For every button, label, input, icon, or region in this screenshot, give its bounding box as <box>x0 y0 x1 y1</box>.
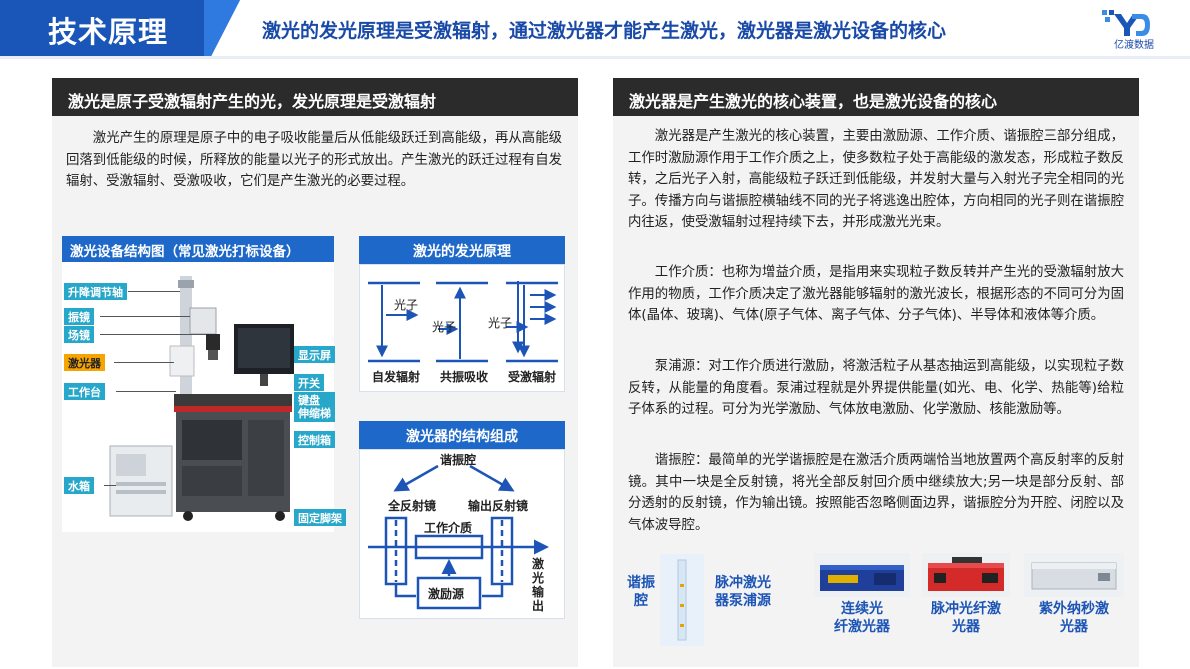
laser-structure-graphic: 谐振腔 全反射镜 输出反射镜 工作介质 激励源 激 光 输 出 <box>368 452 549 613</box>
right-panel-heading: 激光器是产生激光的核心装置，也是激光设备的核心 <box>613 78 1139 116</box>
label-output-1: 激 <box>532 556 544 571</box>
label-output-4: 出 <box>532 598 544 613</box>
page-title: 技术原理 <box>48 15 169 49</box>
header-divider <box>0 56 1190 59</box>
right-paragraph-4: 谐振腔：最简单的光学谐振腔是在激活介质两端恰当地放置两个高反射率的反射镜。其中一… <box>628 453 1124 533</box>
right-paragraph-2: 工作介质：也称为增益介质，是指用来实现粒子数反转并产生光的受激辐射放大作用的物质… <box>628 265 1124 323</box>
label-output-2: 光 <box>531 570 544 585</box>
company-logo-text: 亿渡数据 <box>1114 40 1154 51</box>
product-caption-cw-fiber: 连续光 纤激光器 <box>814 600 910 636</box>
label-keyboard-tray: 键盘 伸缩梯 <box>294 392 335 422</box>
label-full-mirror: 全反射镜 <box>387 498 436 513</box>
label-output-mirror: 输出反射镜 <box>468 498 528 513</box>
leader-line <box>114 362 174 363</box>
page-header: 技术原理 激光的发光原理是受激辐射，通过激光器才能产生激光，激光器是激光设备的核… <box>0 0 1190 56</box>
left-panel-paragraph: 激光产生的原理是原子中的电子吸收能量后从低能级跃迁到高能级，再从高能级回落到低能… <box>66 131 562 189</box>
leader-line <box>100 334 206 335</box>
label-resonator: 谐振腔 <box>440 452 476 467</box>
product-caption-cw-fiber-line2: 纤激光器 <box>834 619 890 635</box>
pump-caption-line2: 器泵浦源 <box>715 593 771 609</box>
right-paragraph-1: 激光器是产生激光的核心装置，主要由激励源、工作介质、谐振腔三部分组成，工作时激励… <box>628 129 1124 230</box>
cw-fiber-laser-image <box>814 553 910 597</box>
label-output-3: 输 <box>532 584 545 599</box>
label-water-tank: 水箱 <box>64 477 94 494</box>
label-fixed-stand: 固定脚架 <box>294 509 346 526</box>
caption-absorption: 共振吸收 <box>440 369 488 384</box>
leader-line <box>116 391 176 392</box>
photon-label-3: 光子 <box>488 316 512 330</box>
structure-diagram-title: 激光设备结构图（常见激光打标设备） <box>62 236 334 262</box>
product-caption-pulsed-fiber-line2: 光器 <box>952 619 980 635</box>
product-caption-uv-ns-line1: 紫外纳秒激 <box>1039 601 1109 617</box>
label-gain-medium: 工作介质 <box>424 520 472 535</box>
uv-ns-laser-image <box>1024 553 1124 597</box>
label-switch: 开关 <box>294 374 324 391</box>
resonator-caption: 谐振 腔 <box>622 574 660 610</box>
label-keyboard-tray-line2: 伸缩梯 <box>298 407 331 420</box>
caption-stimulated: 受激辐射 <box>508 369 556 384</box>
label-keyboard-tray-line1: 键盘 <box>298 394 320 407</box>
pump-caption: 脉冲激光 器泵浦源 <box>708 574 778 610</box>
label-worktable: 工作台 <box>64 383 105 400</box>
label-control-box: 控制箱 <box>294 431 335 448</box>
product-caption-cw-fiber-line1: 连续光 <box>841 601 883 617</box>
label-monitor: 显示屏 <box>294 346 335 363</box>
resonator-tube-image <box>660 554 704 646</box>
photon-label-2: 光子 <box>432 320 456 334</box>
laser-structure-title: 激光器的结构组成 <box>359 421 565 449</box>
emission-diagram-title: 激光的发光原理 <box>359 236 565 264</box>
caption-spontaneous: 自发辐射 <box>372 369 420 384</box>
emission-diagram-graphic: 光子 光子 光子 自发辐射 共振吸收 受激辐射 <box>368 281 558 384</box>
left-panel-heading: 激光是原子受激辐射产生的光，发光原理是受激辐射 <box>52 78 578 116</box>
photon-label-1: 光子 <box>394 298 418 312</box>
product-caption-uv-ns: 紫外纳秒激 光器 <box>1022 600 1126 636</box>
product-caption-uv-ns-line2: 光器 <box>1060 619 1088 635</box>
pulsed-fiber-laser-image <box>922 553 1010 597</box>
pump-caption-line1: 脉冲激光 <box>715 575 771 591</box>
laser-structure-diagram: 谐振腔 全反射镜 输出反射镜 工作介质 激励源 激 光 输 出 <box>359 449 565 619</box>
label-pump-source: 激励源 <box>428 586 464 601</box>
resonator-caption-line1: 谐振 <box>627 575 655 591</box>
title-banner-stripe <box>204 0 240 56</box>
label-field-lens: 场镜 <box>64 326 94 343</box>
product-caption-pulsed-fiber: 脉冲光纤激 光器 <box>916 600 1016 636</box>
emission-diagram: 光子 光子 光子 自发辐射 共振吸收 受激辐射 <box>359 264 565 392</box>
company-logo-icon <box>1102 10 1150 36</box>
leader-line <box>104 485 116 486</box>
page-slogan: 激光的发光原理是受激辐射，通过激光器才能产生激光，激光器是激光设备的核心 <box>262 20 947 42</box>
label-galvo: 振镜 <box>64 308 94 325</box>
label-laser: 激光器 <box>64 354 105 371</box>
label-lift-axis: 升降调节轴 <box>64 283 127 300</box>
leader-line <box>128 291 180 292</box>
product-caption-pulsed-fiber-line1: 脉冲光纤激 <box>931 601 1001 617</box>
right-paragraph-3: 泵浦源：对工作介质进行激励，将激活粒子从基态抽运到高能级，以实现粒子数反转，从能… <box>628 359 1124 417</box>
laser-marking-machine-illustration <box>109 276 294 521</box>
resonator-caption-line2: 腔 <box>634 593 648 609</box>
leader-line <box>100 316 190 317</box>
structure-diagram <box>62 262 334 532</box>
